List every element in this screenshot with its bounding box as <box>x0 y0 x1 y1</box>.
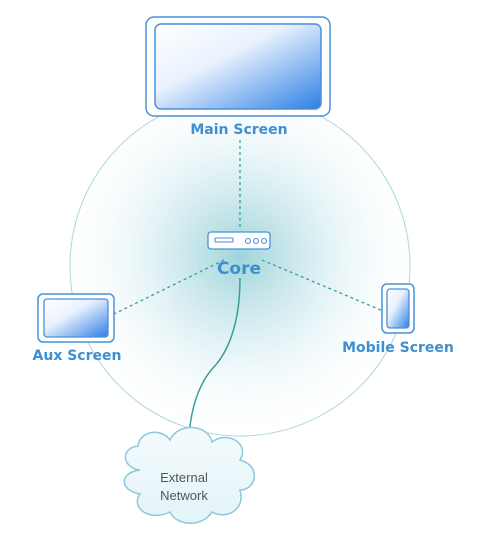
link-core-external <box>187 277 241 459</box>
cloud-shape <box>123 426 255 524</box>
mobile-screen-label: Mobile Screen <box>342 340 454 356</box>
external-network-label-line2: Network <box>160 488 208 503</box>
router-port <box>214 237 234 243</box>
aux-screen-device[interactable] <box>37 293 115 343</box>
main-screen-display <box>154 23 322 110</box>
router-led-1 <box>244 237 252 245</box>
router-led-3 <box>260 237 268 245</box>
core-label: Core <box>217 259 261 279</box>
link-core-aux <box>113 259 225 315</box>
external-network-cloud[interactable] <box>123 426 255 524</box>
aux-screen-label: Aux Screen <box>33 348 122 364</box>
external-network-label-line1: External <box>160 470 208 485</box>
link-core-mobile <box>261 259 384 312</box>
aux-screen-display <box>43 298 109 338</box>
main-screen-label: Main Screen <box>190 122 287 138</box>
router-body <box>207 231 271 250</box>
core-router-device[interactable] <box>207 231 271 250</box>
main-screen-device[interactable] <box>145 16 331 117</box>
mobile-screen-device[interactable] <box>381 283 415 334</box>
dashed-links <box>113 140 384 315</box>
router-led-2 <box>252 237 260 245</box>
mobile-screen-display <box>386 288 410 329</box>
